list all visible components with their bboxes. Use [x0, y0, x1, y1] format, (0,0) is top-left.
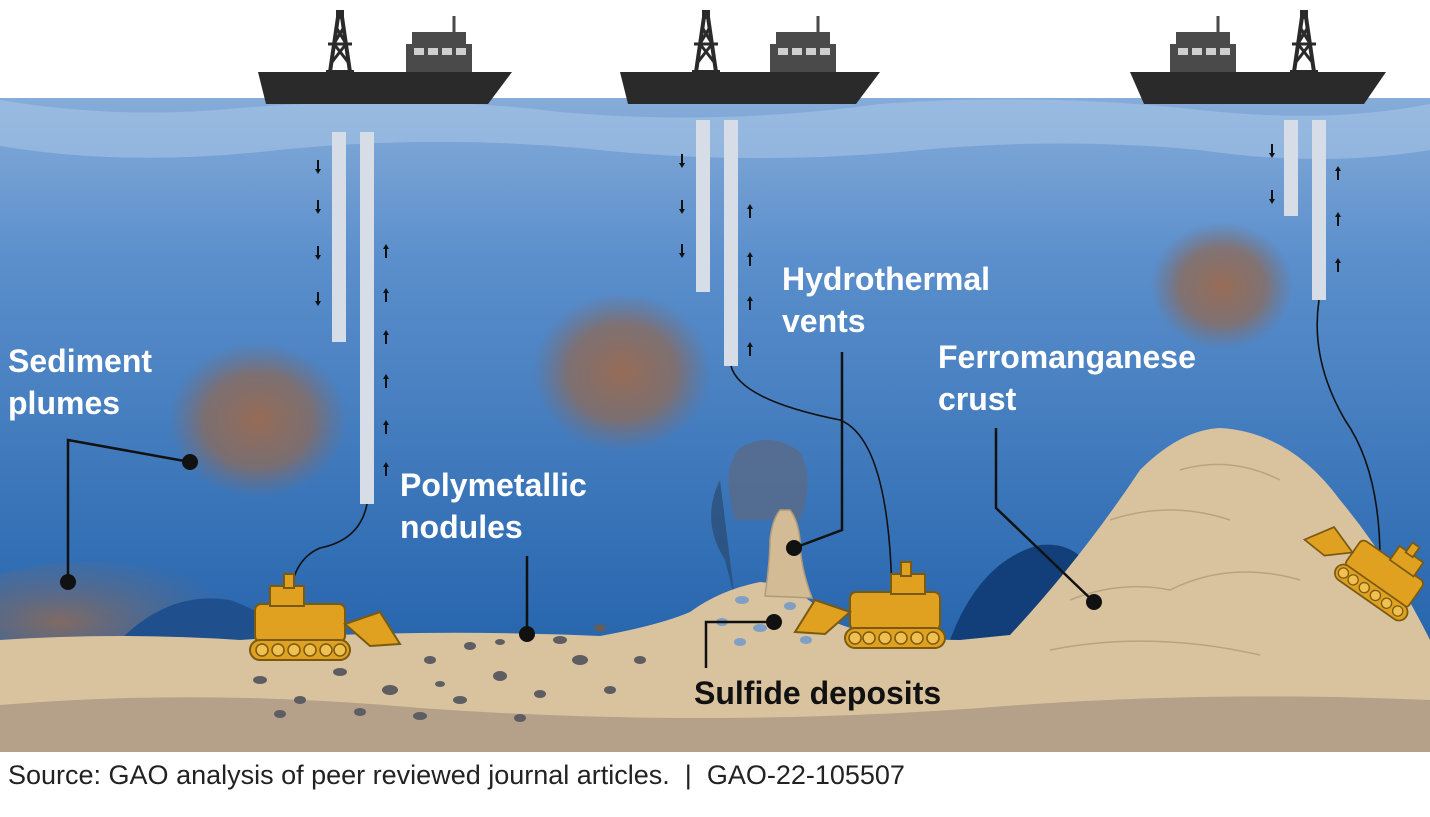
surface-waves [0, 99, 1430, 159]
mining-ship-left [258, 8, 512, 104]
label-sediment-plumes: Sediment plumes [8, 343, 153, 421]
label-polymetallic-nodules: Polymetallic nodules [400, 467, 587, 545]
mining-ship-right [1130, 8, 1386, 104]
mining-ship-center [620, 8, 880, 104]
label-hydrothermal-vents: Hydrothermal vents [782, 261, 991, 339]
crust-seams [1049, 463, 1301, 656]
flow-arrows [315, 144, 1341, 476]
polymetallic-nodules-field [253, 624, 646, 722]
label-ferromanganese-crust: Ferromanganese crust [938, 339, 1196, 417]
sediment-plume-1 [168, 342, 348, 498]
vent-smoke-dark [711, 480, 735, 600]
callout-lines [66, 352, 1095, 668]
sediment-plume-3 [1150, 222, 1294, 350]
hydrothermal-vent-chimney [764, 509, 814, 599]
label-sulfide-deposits: Sulfide deposits [694, 675, 942, 711]
source-note: Source: GAO analysis of peer reviewed jo… [8, 760, 905, 790]
sulfide-deposit-stones [716, 596, 812, 646]
source-bar [0, 752, 1430, 812]
callout-dots [60, 454, 1102, 642]
riser-pipes [332, 120, 1326, 504]
vent-smoke [728, 439, 808, 520]
sediment-plume-2 [532, 292, 712, 452]
